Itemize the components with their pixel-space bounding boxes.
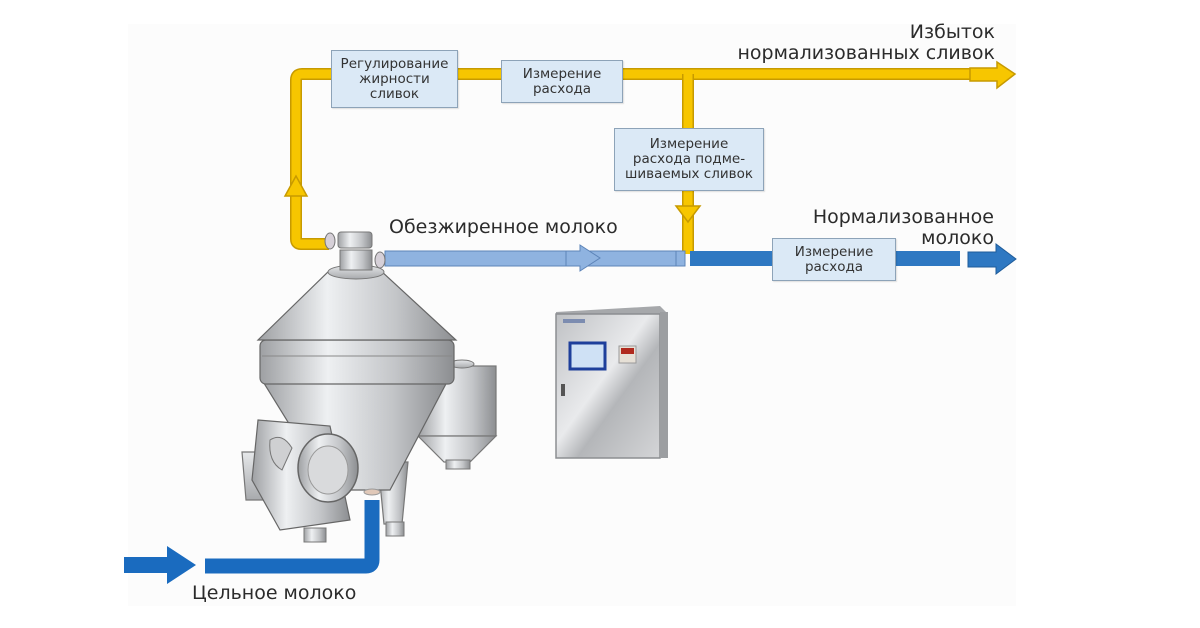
whole-milk-pipe (205, 500, 380, 574)
cream-flow-up-arrow (283, 174, 309, 197)
skim-milk-pipe (384, 250, 686, 267)
cabinet-label (563, 319, 585, 323)
cream-outlet-flange (324, 232, 336, 250)
excess-cream-out-arrow (969, 60, 1017, 90)
control-cabinet (555, 306, 668, 459)
box-mixed-cream-flow-measure: Измерение расхода подме- шиваемых сливок (614, 128, 764, 191)
label-skim-milk: Обезжиренное молоко (389, 216, 618, 238)
label-whole-milk: Цельное молоко (192, 582, 357, 604)
skim-flow-arrow (565, 244, 601, 272)
cabinet-lock (561, 384, 565, 396)
label-normalized-milk: Нормализованное молоко (812, 206, 994, 249)
whole-milk-in-arrow (124, 546, 196, 584)
box-cream-fat-control: Регулирование жирности сливок (331, 50, 458, 108)
hmi-screen (568, 341, 607, 371)
label-excess-cream: Избыток нормализованных сливок (737, 21, 995, 64)
box-milk-flow-measure: Измерение расхода (772, 238, 896, 281)
cream-pipe-riser (290, 68, 335, 250)
separator (241, 231, 498, 543)
skim-outlet-flange (374, 251, 386, 269)
cream-flow-down-arrow (674, 205, 702, 224)
normalized-milk-out-arrow (967, 243, 1017, 275)
box-cream-flow-measure: Измерение расхода (501, 60, 623, 103)
